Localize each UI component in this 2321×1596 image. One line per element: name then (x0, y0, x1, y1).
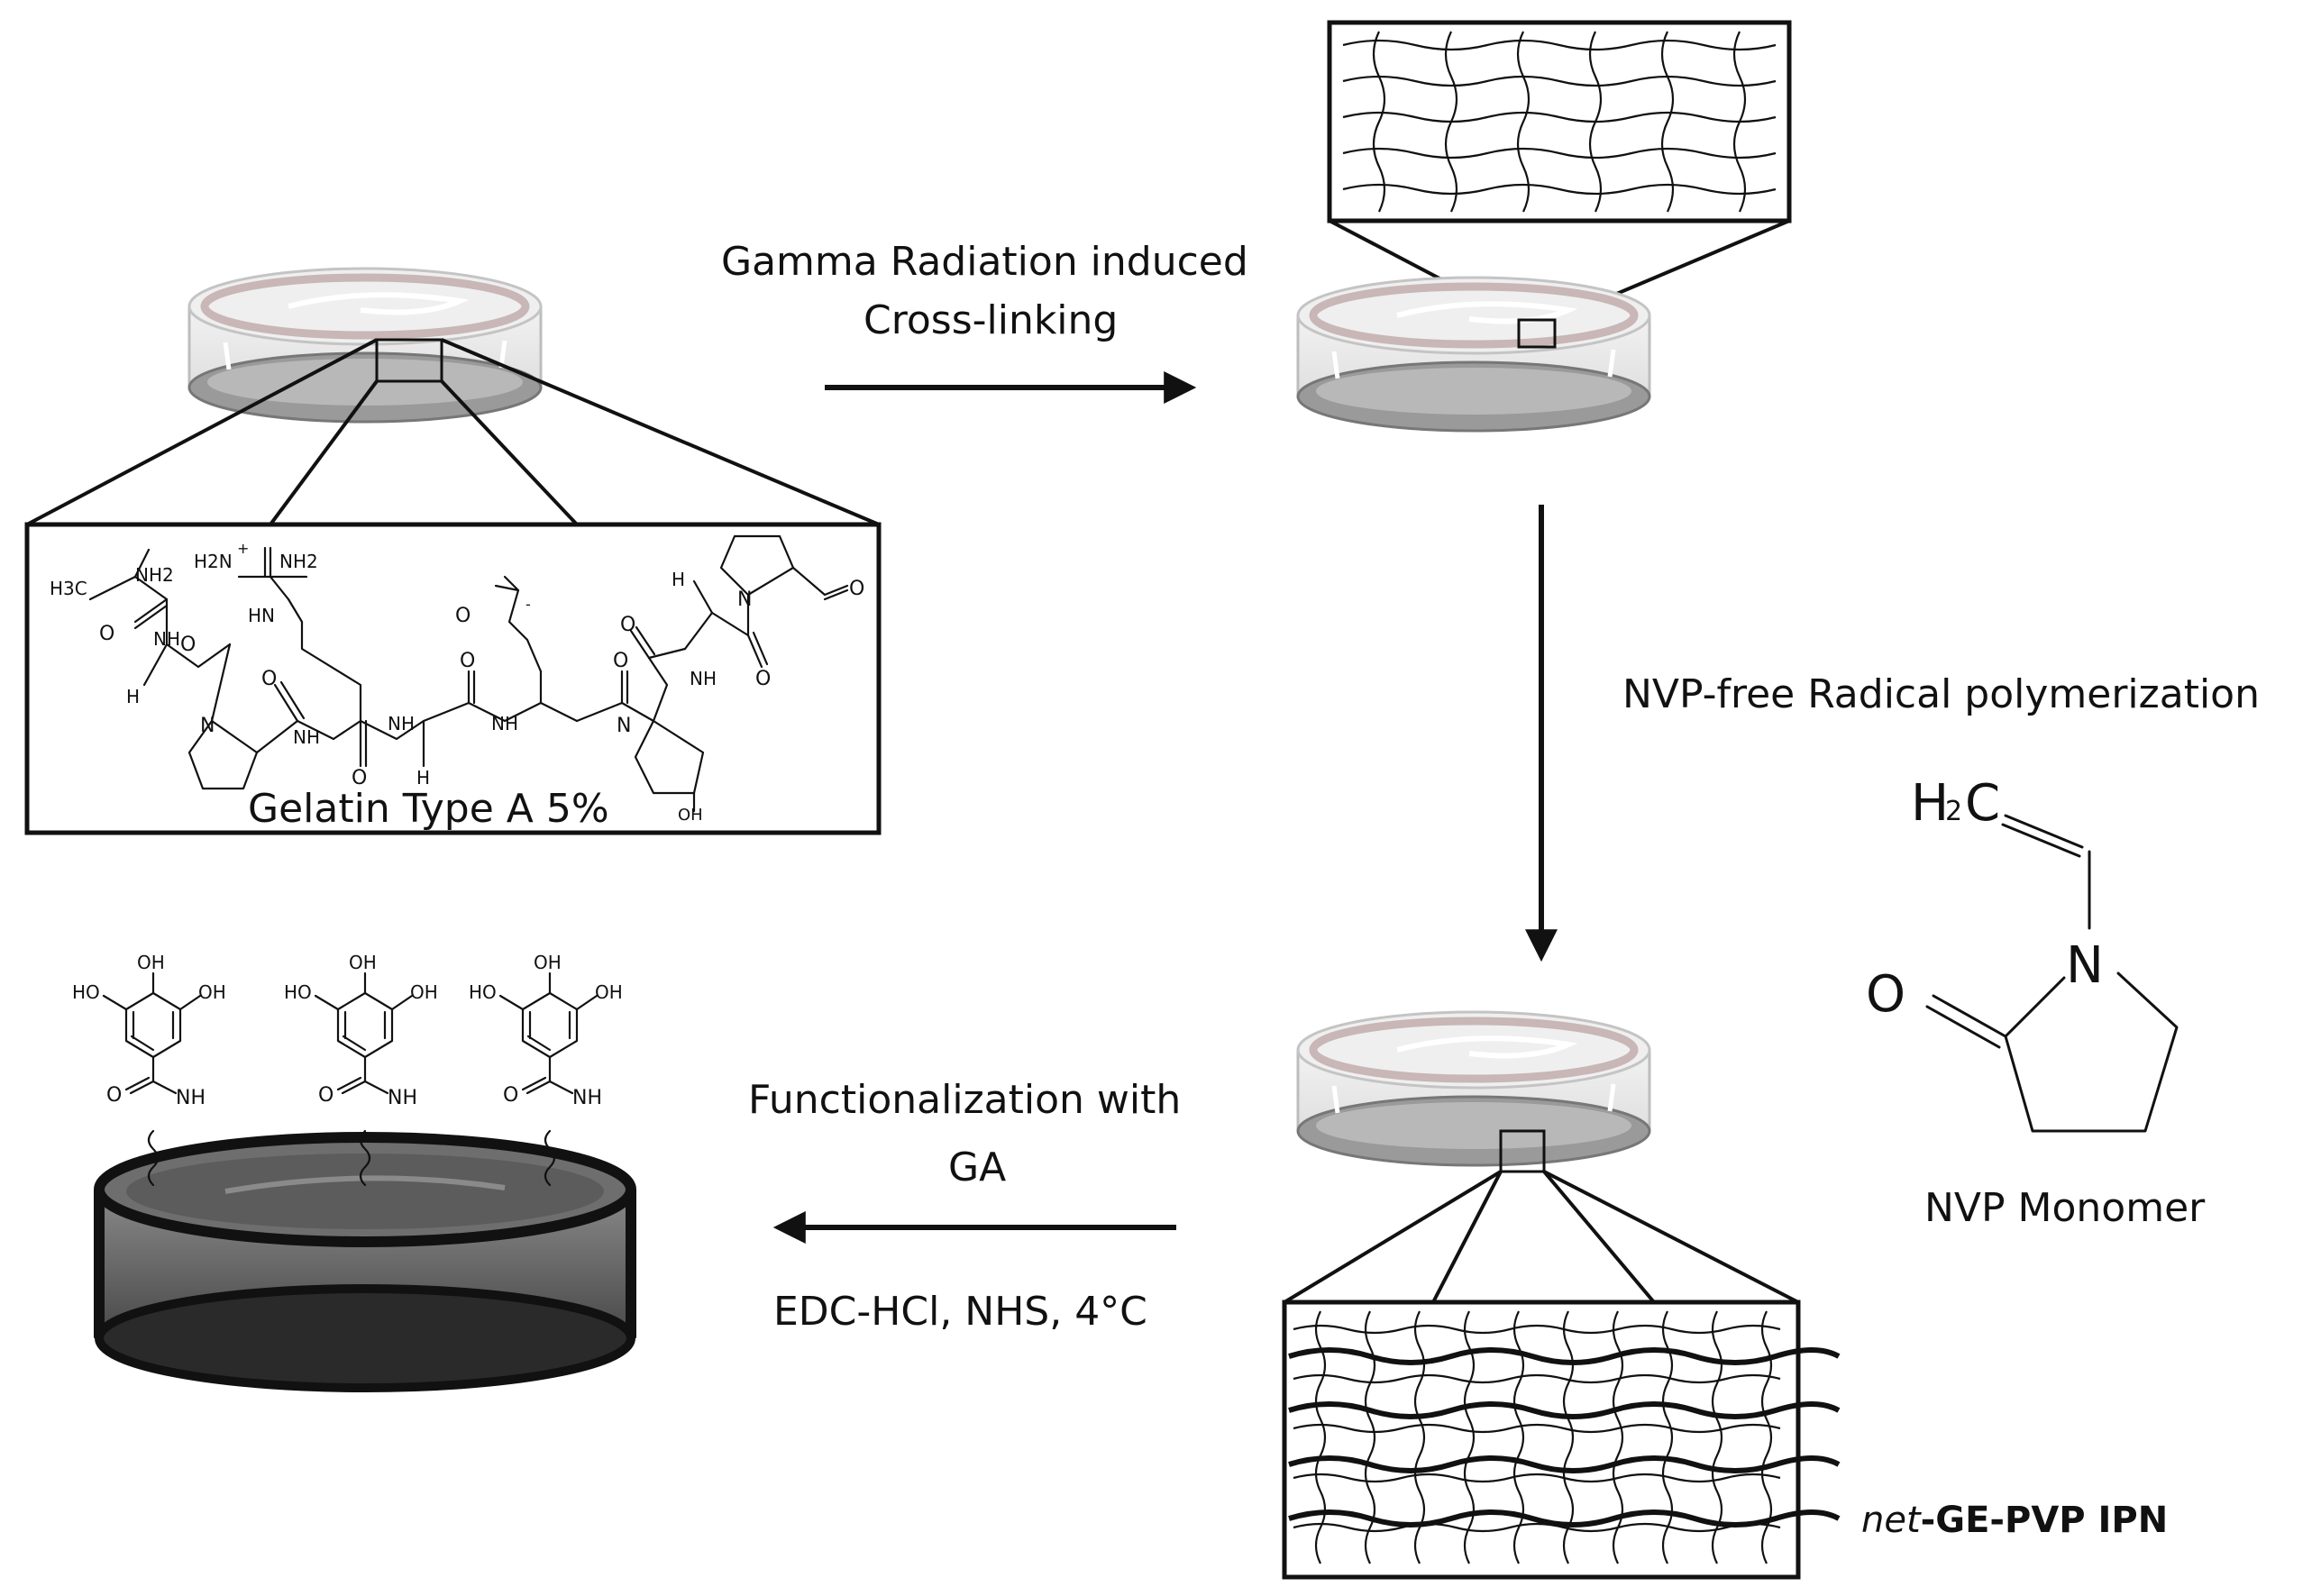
n-label-1: N (200, 715, 215, 737)
guanidine-left-label: H2N (194, 551, 233, 572)
carboxylate-o-label: O (455, 605, 471, 627)
ga1-o: O (106, 1084, 122, 1107)
ch3-label: H3C (50, 578, 87, 599)
nh-label-1: NH (153, 628, 180, 650)
crosslinked-zoom-square (1517, 318, 1557, 349)
crosslinked-mesh-box (1327, 20, 1792, 223)
ga2-oh-top: OH (349, 952, 377, 973)
crosslinked-mesh (1342, 31, 1777, 213)
step1-label-line2: Cross-linking (864, 297, 1118, 343)
nh-label-2: NH (293, 726, 320, 748)
ga1-oh-right: OH (198, 981, 226, 1003)
h2c-c-label: C (1965, 774, 2000, 833)
o-label-4: O (352, 767, 367, 789)
step2-label: NVP-free Radical polymerization (1622, 671, 2260, 717)
ga2-oh-right: OH (410, 981, 438, 1003)
step3-conditions: EDC-HCl, NHS, 4°C (773, 1289, 1147, 1335)
ga3-ho-left: HO (469, 981, 497, 1003)
ga1-oh-top: OH (137, 952, 165, 973)
ga3-oh-top: OH (534, 952, 562, 973)
step1-label-line1: Gamma Radiation induced (721, 239, 1248, 285)
o-label-6: O (613, 650, 628, 672)
ga2-ho-left: HO (284, 981, 312, 1003)
h-label-1: H (126, 686, 140, 707)
nvp-monomer-structure: H 2 C N O (1866, 774, 2179, 1133)
ga3-nh: NH (572, 1087, 602, 1109)
o-label-8: O (755, 668, 771, 690)
hn-label: HN (248, 605, 275, 626)
oxygen-label: O (1866, 965, 1905, 1024)
o-label-3: O (261, 668, 277, 690)
monomer-label: NVP Monomer (1924, 1185, 2206, 1231)
o-label-1: O (99, 623, 114, 645)
ga-molecule-2-labels: OH HO OH O NH (284, 952, 438, 1109)
gelatin-structure: H3C NH2 H2N + NH2 HN O - O NH H O N O NH… (50, 534, 864, 825)
guanidine-right-label: NH2 (279, 551, 318, 572)
gelatin-structure-box (24, 522, 882, 835)
ipn-zoom-square (1499, 1129, 1546, 1173)
nh-label-4: NH (491, 713, 518, 734)
ipn-prefix: net (1861, 1500, 1922, 1541)
nh-label-3: NH (388, 713, 415, 734)
ga-molecule-3-labels: OH HO OH O NH (469, 952, 623, 1109)
n-label-3: N (737, 588, 752, 611)
h2c-h-label: H (1911, 774, 1949, 833)
h-label-3: H (672, 569, 685, 590)
ga-molecule-1-labels: OH HO OH O NH (72, 952, 226, 1109)
gelatin-zoom-square (375, 338, 443, 383)
o-label-2: O (180, 634, 196, 656)
ga1-ho-left: HO (72, 981, 100, 1003)
ga2-o: O (318, 1084, 334, 1107)
ga2-nh: NH (388, 1087, 417, 1109)
step3-label-line1: Functionalization with (748, 1077, 1181, 1123)
ga3-o: O (503, 1084, 518, 1107)
ipn-suffix: -GE-PVP IPN (1921, 1500, 2169, 1541)
ga3-oh-right: OH (595, 981, 623, 1003)
ga-molecule-1 (102, 971, 202, 1187)
ipn-mesh (1288, 1310, 1841, 1564)
nh2-label-1: NH2 (135, 564, 174, 586)
functionalized-dish (94, 1132, 636, 1392)
step3-label-line2: GA (948, 1145, 1006, 1190)
h2c-sub-label: 2 (1945, 796, 1962, 827)
nitrogen-label: N (2066, 936, 2104, 995)
ga1-nh: NH (176, 1087, 206, 1109)
o-label-9: O (849, 578, 864, 600)
guanidine-plus-label: + (237, 540, 249, 557)
h-label-2: H (416, 767, 430, 789)
n-label-2: N (617, 715, 631, 737)
ipn-label: net-GE-PVP IPN (1861, 1500, 2168, 1541)
nh-label-5: NH (690, 668, 717, 689)
oh-label: OH (678, 806, 703, 825)
o-label-5: O (460, 650, 475, 672)
o-label-7: O (620, 614, 635, 636)
gelatin-label: Gelatin Type A 5% (248, 786, 609, 832)
carboxylate-minus-label: - (525, 596, 531, 613)
crosslinked-dish (1298, 278, 1649, 431)
ipn-dish (1298, 1012, 1649, 1165)
